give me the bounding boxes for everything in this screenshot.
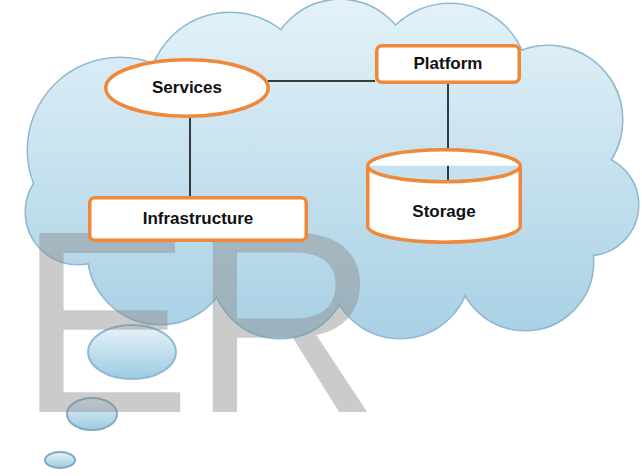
outline-stroke — [106, 60, 269, 117]
outline-stroke — [377, 46, 520, 83]
node-label: Storage — [412, 202, 475, 222]
outline-stroke — [90, 198, 307, 241]
storage-cylinder: Storage — [366, 148, 522, 244]
node-outline — [366, 148, 522, 244]
outline-stroke — [368, 150, 521, 243]
component-box: Infrastructure — [88, 196, 308, 242]
cloud-lobe — [352, 72, 568, 288]
cloud-lobe — [352, 72, 568, 288]
connector-line — [189, 118, 191, 196]
connector-line — [268, 80, 375, 82]
thought-bubble — [45, 452, 75, 468]
node-label: Services — [152, 78, 222, 98]
component-box: Platform — [375, 44, 521, 84]
service-ellipse: Services — [104, 58, 270, 118]
node-label: Platform — [414, 54, 483, 74]
node-label: Infrastructure — [143, 209, 254, 229]
